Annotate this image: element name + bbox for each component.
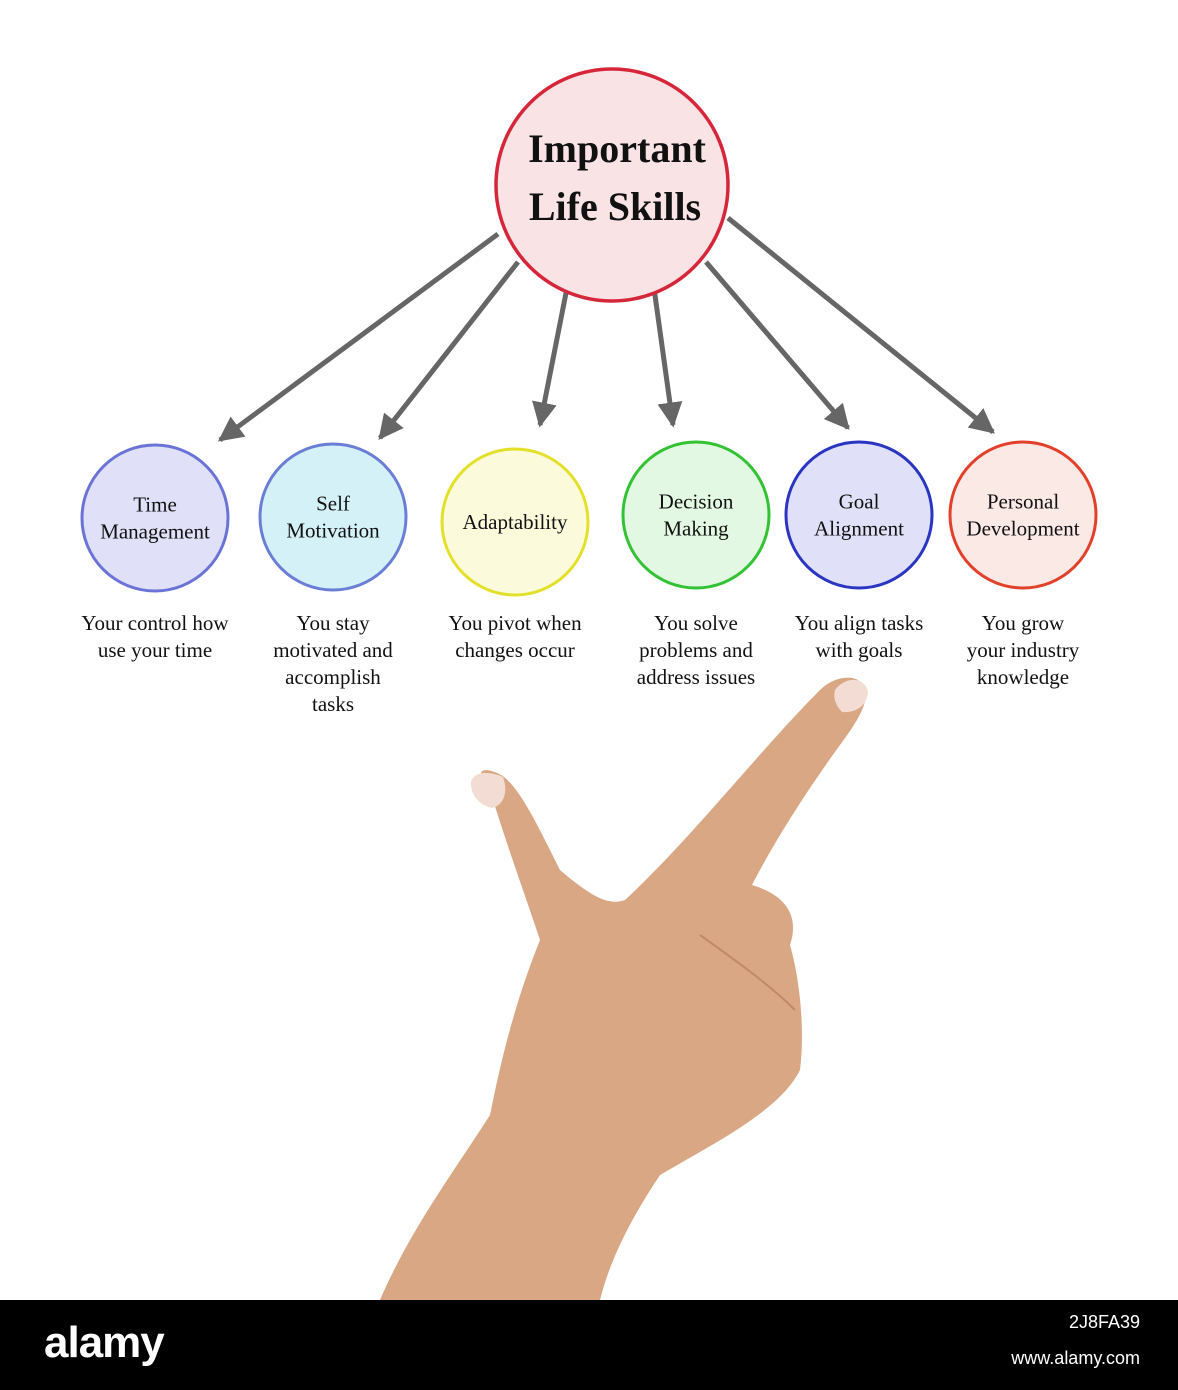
skill-circle — [440, 447, 590, 597]
footer-logo: alamy — [44, 1318, 165, 1367]
skill-label: Goal — [839, 490, 880, 514]
skill-circle — [621, 440, 771, 590]
skill-description: You solve — [654, 611, 738, 635]
center-title-line-2: Life Skills — [529, 184, 701, 229]
skill-description: Your control how — [81, 611, 229, 635]
footer-bar: alamy 2J8FA39 www.alamy.com — [0, 1300, 1178, 1390]
finger-nail — [834, 679, 868, 713]
center-circle — [494, 67, 730, 303]
skill-description: motivated and — [273, 638, 393, 662]
center-title-line-1: Important — [528, 126, 706, 171]
center-node: Important Life Skills — [494, 67, 730, 303]
knuckle-shadow — [699, 934, 796, 1011]
skill-description: knowledge — [977, 665, 1069, 689]
skill-label: Adaptability — [463, 510, 568, 534]
arrow-to-skill-2 — [378, 260, 520, 440]
skill-label: Decision — [659, 490, 734, 514]
skill-label: Motivation — [286, 519, 380, 543]
skill-label: Making — [663, 517, 729, 541]
skill-description: You pivot when — [448, 611, 582, 635]
arrow-to-skill-6 — [726, 216, 995, 434]
arrow-to-skill-5 — [704, 260, 850, 430]
arrow-to-skill-1 — [217, 231, 500, 443]
skill-circle — [80, 443, 230, 593]
skill-circle — [784, 440, 934, 590]
arrow-to-skill-4 — [651, 287, 683, 428]
skill-description: accomplish — [285, 665, 381, 689]
skill-description: use your time — [98, 638, 212, 662]
footer-image-id: 2J8FA39 — [1068, 1312, 1140, 1332]
skill-label: Time — [133, 493, 177, 517]
skill-description: You grow — [982, 611, 1065, 635]
footer-url: www.alamy.com — [1011, 1348, 1140, 1368]
skill-description: with goals — [816, 638, 903, 662]
skill-label: Alignment — [814, 517, 904, 541]
arrow-to-skill-3 — [532, 287, 570, 428]
skill-label: Personal — [987, 490, 1059, 514]
skill-circle — [948, 440, 1098, 590]
arrows-group — [217, 216, 995, 443]
thumb-nail — [470, 773, 506, 808]
skill-description: address issues — [637, 665, 755, 689]
skill-circle — [258, 442, 408, 592]
hand-image — [380, 677, 867, 1300]
skill-description: changes occur — [455, 638, 575, 662]
skill-label: Development — [966, 517, 1079, 541]
skill-description: You align tasks — [795, 611, 924, 635]
skill-description: your industry — [967, 638, 1080, 662]
skill-label: Self — [316, 492, 350, 516]
diagram-canvas: Important Life Skills TimeManagementYour… — [80, 67, 1098, 1300]
pointing-hand — [380, 677, 868, 1300]
skill-description: problems and — [639, 638, 753, 662]
skill-description: You stay — [296, 611, 370, 635]
skill-description: tasks — [312, 692, 354, 716]
skill-label: Management — [100, 520, 210, 544]
